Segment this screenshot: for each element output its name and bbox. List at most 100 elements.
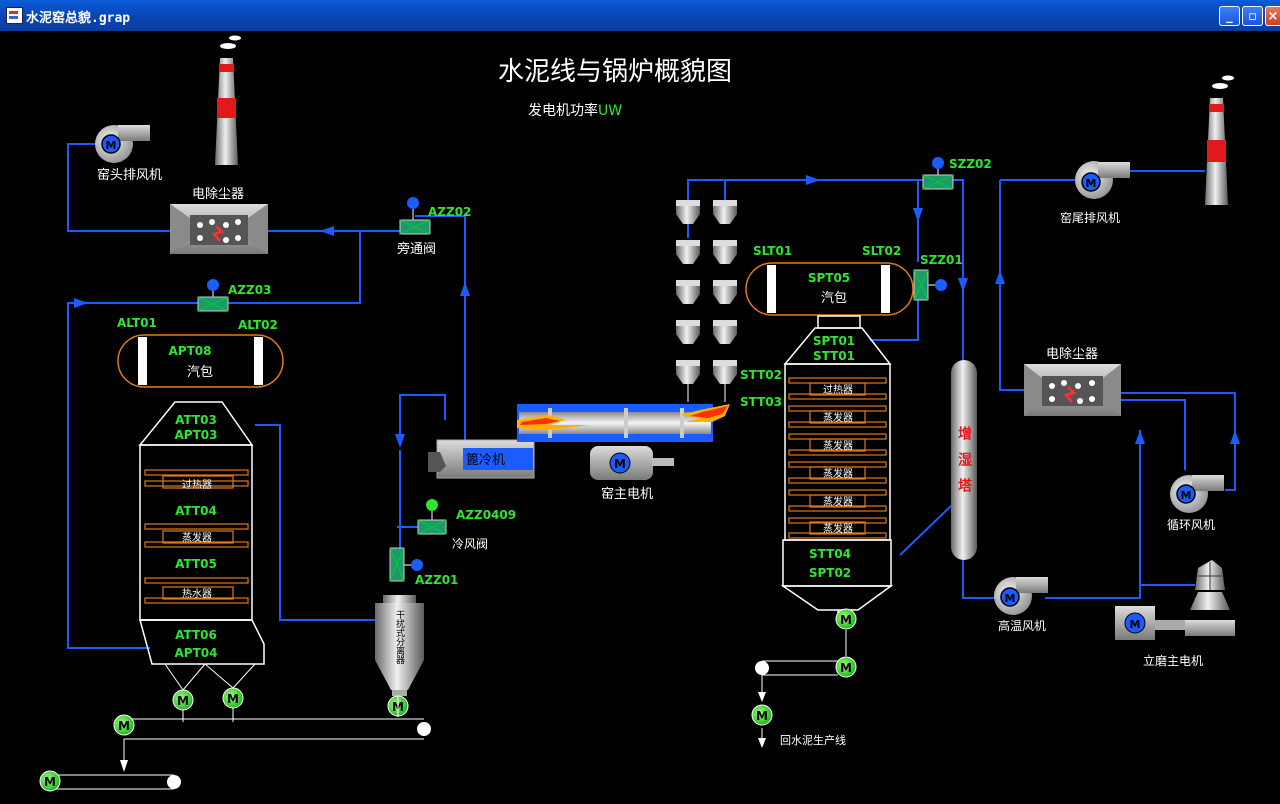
- left-conveyor-lower: [50, 774, 181, 790]
- motor-icon: M: [222, 687, 244, 709]
- szz02-label: SZZ02: [949, 157, 992, 171]
- kiln-tail-fan-icon[interactable]: M: [1075, 161, 1130, 199]
- window-title: 水泥窑总貌.grap: [26, 11, 131, 26]
- motor-icon: M: [835, 656, 857, 678]
- app-icon: [6, 7, 23, 24]
- left-drum-label: 汽包: [187, 365, 213, 380]
- apt08-label: APT08: [169, 344, 212, 358]
- spt02-label: SPT02: [809, 566, 851, 580]
- motor-icon: M: [39, 770, 61, 792]
- att06-label: ATT06: [175, 628, 217, 642]
- svg-text:M: M: [106, 139, 117, 152]
- preheater-cyclones-icon[interactable]: [676, 200, 737, 402]
- szz01-valve-icon[interactable]: [913, 269, 947, 301]
- motor-icon: M: [751, 704, 773, 726]
- svg-text:M: M: [118, 719, 130, 733]
- slt02-label: SLT02: [862, 244, 901, 258]
- minimize-button[interactable]: _: [1219, 6, 1240, 26]
- right-drum-label: 汽包: [821, 291, 847, 306]
- diagram-title: 水泥线与锅炉概貌图: [498, 57, 732, 87]
- left-boiler-icon[interactable]: [138, 401, 265, 665]
- motor-icons[interactable]: M M M M M M M M: [39, 608, 857, 792]
- separator-label: 干扰式分离器: [394, 610, 405, 664]
- rotary-kiln-icon[interactable]: [517, 404, 730, 442]
- svg-text:M: M: [1005, 592, 1016, 605]
- circulation-fan-icon[interactable]: M: [1170, 475, 1224, 513]
- svg-text:M: M: [756, 709, 768, 723]
- svg-text:M: M: [177, 694, 189, 708]
- azz0409-valve-icon[interactable]: [417, 499, 447, 535]
- grate-cooler-label: 篦冷机: [466, 453, 505, 468]
- right-conveyor: [755, 660, 838, 748]
- humidifier-label: 增湿塔: [956, 425, 972, 504]
- window-titlebar[interactable]: 水泥窑总貌.grap _ ▫ ×: [0, 0, 1280, 31]
- left-boiler-coils: [144, 469, 249, 604]
- att04-label: ATT04: [175, 504, 217, 518]
- humidifier-tower-icon[interactable]: [951, 360, 977, 560]
- azz03-valve-icon[interactable]: [197, 279, 229, 312]
- return-line-label: 回水泥生产线: [780, 733, 846, 747]
- kiln-head-fan-icon[interactable]: M: [95, 125, 150, 163]
- right-boiler-coils: [788, 377, 887, 539]
- flow-arrows: [74, 175, 1240, 448]
- svg-text:M: M: [840, 613, 852, 627]
- right-boiler-icon[interactable]: [780, 315, 894, 620]
- process-canvas: 水泥线与锅炉概貌图 发电机功率UW: [0, 30, 1280, 800]
- slt01-label: SLT01: [753, 244, 792, 258]
- att05-label: ATT05: [175, 557, 217, 571]
- high-temp-fan-icon[interactable]: M: [994, 577, 1048, 615]
- kiln-tail-fan-label: 窑尾排风机: [1060, 210, 1120, 225]
- power-readout: 发电机功率UW: [528, 102, 622, 119]
- separator-icon[interactable]: [375, 595, 424, 696]
- left-economizer-label: 热水器: [182, 587, 212, 600]
- left-precipitator-label: 电除尘器: [192, 187, 244, 202]
- spt05-label: SPT05: [808, 271, 850, 285]
- vertical-mill-icon[interactable]: M: [1115, 560, 1235, 640]
- motor-icon: M: [113, 714, 135, 736]
- high-temp-fan-label: 高温风机: [998, 618, 1046, 633]
- right-steam-drum-icon[interactable]: [745, 262, 914, 316]
- stt03-label: STT03: [740, 395, 782, 409]
- right-precipitator-icon[interactable]: [1024, 364, 1121, 416]
- bypass-valve-label: 旁通阀: [397, 241, 436, 257]
- alt01-label: ALT01: [117, 316, 157, 330]
- circulation-fan-label: 循环风机: [1167, 518, 1215, 532]
- right-evaporator-label-5: 蒸发器: [823, 522, 853, 535]
- kiln-tail-chimney-icon: [1205, 75, 1234, 205]
- azz01-valve-icon[interactable]: [389, 547, 423, 582]
- left-hopper-lines: [164, 663, 256, 722]
- left-evaporator-label: 蒸发器: [182, 531, 212, 544]
- close-button[interactable]: ×: [1265, 6, 1280, 26]
- stt01-label: STT01: [813, 349, 855, 363]
- right-evaporator-label-2: 蒸发器: [823, 439, 853, 452]
- kiln-head-fan-label: 窑头排风机: [97, 167, 162, 183]
- cold-valve-label: 冷风阀: [452, 537, 488, 551]
- right-evaporator-label-1: 蒸发器: [823, 411, 853, 424]
- svg-text:M: M: [614, 457, 626, 471]
- apt03-label: APT03: [175, 428, 218, 442]
- svg-text:M: M: [1086, 177, 1097, 190]
- svg-text:M: M: [44, 775, 56, 789]
- left-precipitator-icon[interactable]: [170, 204, 268, 254]
- alt02-label: ALT02: [238, 318, 278, 332]
- azz03-label: AZZ03: [228, 283, 271, 297]
- left-steam-drum-icon[interactable]: [117, 334, 284, 388]
- kiln-main-motor-icon[interactable]: M: [590, 446, 674, 480]
- grate-cooler-icon[interactable]: [428, 439, 535, 479]
- stt04-label: STT04: [809, 547, 851, 561]
- mill-motor-label: 立磨主电机: [1143, 653, 1203, 668]
- left-superheater-label: 过热器: [182, 478, 212, 491]
- azz02-valve-icon[interactable]: [399, 197, 431, 235]
- motor-icon: M: [835, 608, 857, 630]
- svg-text:M: M: [1181, 489, 1192, 502]
- szz02-valve-icon[interactable]: [922, 157, 954, 190]
- left-conveyor-upper: [120, 718, 431, 772]
- motor-icon: M: [172, 689, 194, 711]
- svg-text:M: M: [1130, 618, 1141, 631]
- right-precipitator-label: 电除尘器: [1046, 347, 1098, 362]
- stt02-label: STT02: [740, 368, 782, 382]
- maximize-button[interactable]: ▫: [1242, 6, 1263, 26]
- svg-text:M: M: [227, 692, 239, 706]
- svg-text:M: M: [840, 661, 852, 675]
- kiln-main-motor-label: 窑主电机: [601, 486, 653, 502]
